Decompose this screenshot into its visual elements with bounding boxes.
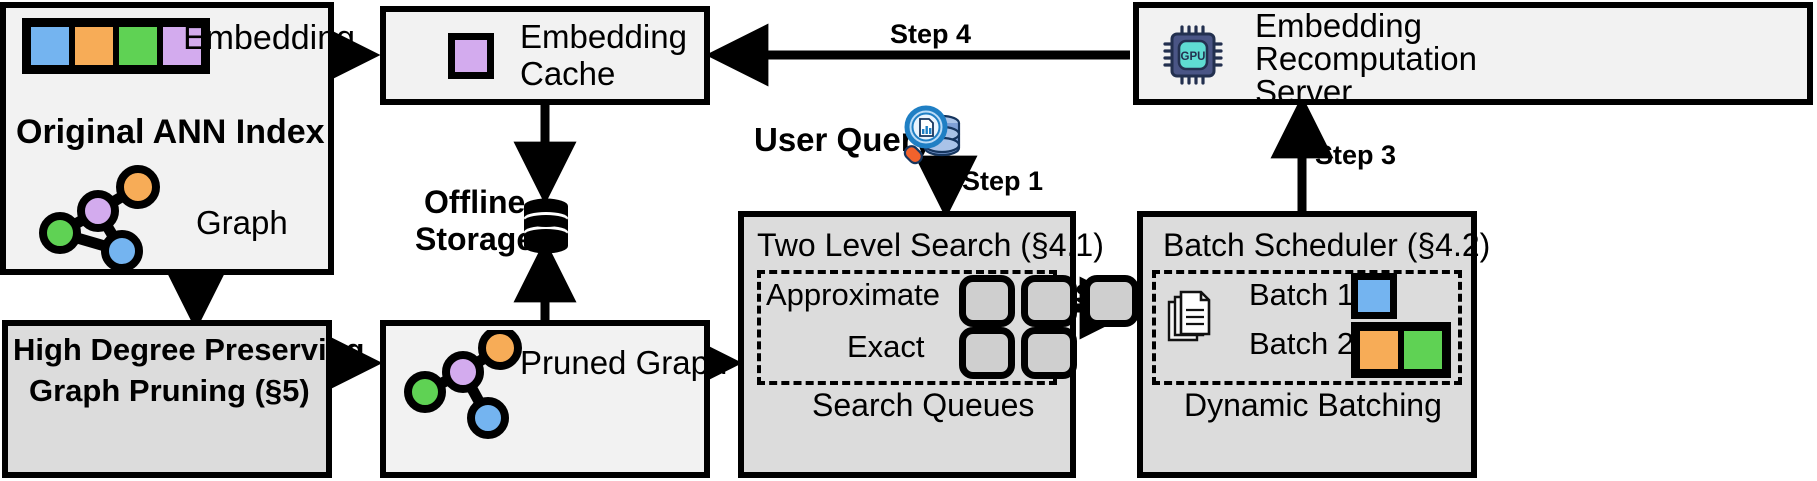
svg-text:GPU: GPU — [1181, 51, 1206, 63]
offline-storage-label-line1: Offline — [424, 184, 526, 220]
recomputation-server-line3: Server — [1255, 73, 1353, 110]
recomputation-server-line1: Embedding — [1255, 7, 1422, 44]
exact-slots — [959, 327, 1077, 379]
gpu-chip-icon: GPU — [1163, 25, 1223, 85]
graph-label: Graph — [196, 204, 288, 241]
graph-pruning-box — [2, 320, 332, 478]
approximate-slot[interactable] — [1021, 275, 1077, 327]
pruned-graph-label: Pruned Graph — [520, 344, 728, 381]
batch-2-item-green — [1401, 328, 1445, 372]
two-level-search-box — [738, 211, 1076, 478]
embedding-vector-strip — [22, 18, 210, 74]
embedding-cache-box — [380, 6, 710, 105]
batch-1-item-blue — [1351, 273, 1397, 319]
dynamic-batching-footer: Dynamic Batching — [1184, 387, 1442, 423]
original-ann-index-title: Original ANN Index — [16, 113, 325, 151]
offline-storage-label-line2: Storage — [415, 221, 535, 257]
embedding-label: Embedding — [183, 19, 356, 57]
batch-1-label: Batch 1 — [1249, 277, 1355, 312]
approximate-slots — [959, 275, 1139, 327]
original-index-graph — [39, 165, 160, 270]
documents-stack-icon — [1167, 290, 1211, 342]
batch-2-item-orange — [1357, 328, 1401, 372]
two-level-search-title: Two Level Search (§4.1) — [757, 227, 1104, 263]
batch-scheduler-title: Batch Scheduler (§4.2) — [1163, 227, 1491, 263]
exact-row-label: Exact — [847, 329, 925, 364]
approximate-row-label: Approximate — [766, 277, 941, 312]
batch-2-items — [1351, 322, 1451, 378]
pruned-graph-svg — [404, 330, 522, 439]
dynamic-batching-region — [1152, 270, 1462, 385]
recomputation-server-line2: Recomputation — [1255, 40, 1477, 77]
exact-slot[interactable] — [959, 327, 1015, 379]
approximate-slot[interactable] — [959, 275, 1015, 327]
embedding-cache-title-line1: Embedding — [520, 18, 687, 55]
exact-slot[interactable] — [1021, 327, 1077, 379]
search-queues-footer: Search Queues — [812, 387, 1035, 423]
embedding-cell-purple — [160, 24, 204, 68]
graph-pruning-line2: Graph Pruning (§5) — [29, 373, 310, 408]
embedding-cell-green — [116, 24, 160, 68]
embedding-cache-chip — [448, 33, 494, 79]
embedding-cell-blue — [28, 24, 72, 68]
batch-2-label: Batch 2 — [1249, 326, 1355, 361]
embedding-recomputation-server-box — [1133, 2, 1813, 105]
step-3-label: Step 3 — [1315, 140, 1397, 170]
embedding-cell-orange — [72, 24, 116, 68]
step-4-label: Step 4 — [890, 19, 972, 49]
graph-pruning-line1: High Degree Preserving — [13, 332, 365, 367]
database-cylinder-icon — [524, 198, 568, 254]
approximate-slot[interactable] — [1083, 275, 1139, 327]
embedding-cache-title-line2: Cache — [520, 55, 616, 92]
search-database-icon — [903, 105, 961, 165]
step-1-label: Step 1 — [962, 166, 1044, 196]
